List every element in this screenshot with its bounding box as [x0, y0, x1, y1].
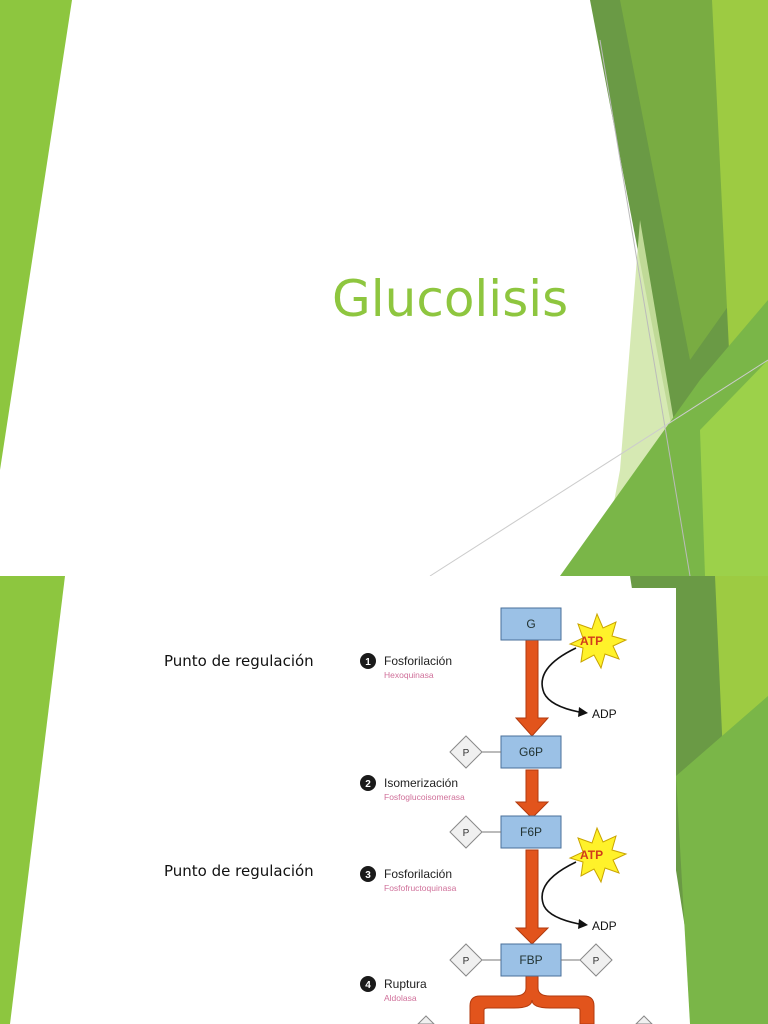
metabolite-label-g: G — [526, 617, 535, 631]
step-2: 2 Isomerización Fosfoglucoisomerasa — [360, 775, 465, 802]
title-slide: Glucolisis — [0, 0, 768, 576]
step-number-3: 3 — [365, 870, 371, 881]
glycolysis-diagram-svg: ATP ATP ADP ADP G G6P F6P — [360, 607, 653, 1024]
glycolysis-diagram: ATP ATP ADP ADP G G6P F6P — [354, 588, 676, 1024]
phosphate-label-fbp-right: P — [593, 956, 600, 967]
adp-arrowhead-1 — [578, 707, 588, 717]
metabolite-label-f6p: F6P — [520, 825, 542, 839]
step-name-1: Fosforilación — [384, 654, 452, 668]
step-4: 4 Ruptura Aldolasa — [360, 976, 427, 1003]
atp-icon-1: ATP — [568, 612, 628, 670]
step-number-badge-4 — [360, 976, 376, 992]
step-name-4: Ruptura — [384, 977, 427, 991]
arrow-g6p-to-f6p — [514, 769, 550, 819]
phosphate-label-f6p: P — [463, 828, 470, 839]
atp-label-2: ATP — [580, 848, 603, 862]
adp-label-1: ADP — [592, 707, 617, 721]
diagram-slide: Punto de regulación Punto de regulación … — [0, 576, 768, 1024]
step-number-1: 1 — [365, 657, 371, 668]
right-mid-shard-2 — [676, 696, 768, 1024]
arrow-g-to-g6p — [514, 631, 550, 737]
left-green-shard-2 — [0, 576, 65, 1024]
step-enzyme-1: Hexoquinasa — [384, 670, 434, 680]
arrow-f6p-to-fbp — [514, 849, 550, 945]
metabolite-box-g: G — [500, 607, 562, 641]
metabolite-box-f6p: F6P — [500, 815, 562, 849]
regulation-point-label-1: Punto de regulación — [164, 652, 314, 670]
bottom-right-bright-shard — [700, 360, 768, 576]
step-enzyme-3: Fosfofructoquinasa — [384, 883, 457, 893]
step-number-4: 4 — [365, 980, 371, 991]
step-number-2: 2 — [365, 779, 371, 790]
step-enzyme-2: Fosfoglucoisomerasa — [384, 792, 465, 802]
step-enzyme-4: Aldolasa — [384, 993, 417, 1003]
phosphate-f6p: P — [449, 815, 501, 849]
metabolite-box-g6p: G6P — [500, 735, 562, 769]
adp-label-2: ADP — [592, 919, 617, 933]
phosphate-g6p: P — [449, 735, 501, 769]
phosphate-label-fbp-left: P — [463, 956, 470, 967]
phosphate-partial-left — [417, 1015, 435, 1024]
regulation-point-label-2: Punto de regulación — [164, 862, 314, 880]
step-3: 3 Fosforilación Fosfofructoquinasa — [360, 866, 457, 893]
thin-line-1 — [599, 39, 691, 576]
slide-decoration — [0, 0, 768, 576]
atp-icon-2: ATP — [568, 826, 628, 884]
atp-label-1: ATP — [580, 634, 603, 648]
left-green-shard — [0, 0, 72, 470]
metabolite-box-fbp: FBP — [500, 943, 562, 977]
atp-curve-2 — [541, 861, 580, 925]
phosphate-partial-right — [635, 1015, 653, 1024]
thin-line-2 — [429, 359, 768, 576]
step-number-badge-1 — [360, 653, 376, 669]
slide-title: Glucolisis — [332, 270, 569, 328]
flow-arrows — [469, 631, 595, 1024]
metabolite-label-fbp: FBP — [519, 953, 542, 967]
phosphate-fbp-right: P — [561, 943, 613, 977]
arrow-fbp-split — [469, 975, 595, 1024]
step-1: 1 Fosforilación Hexoquinasa — [360, 653, 452, 680]
step-number-badge-2 — [360, 775, 376, 791]
atp-curve-1 — [541, 647, 580, 713]
step-name-3: Fosforilación — [384, 867, 452, 881]
step-number-badge-3 — [360, 866, 376, 882]
phosphate-fbp-left: P — [449, 943, 501, 977]
metabolite-label-g6p: G6P — [519, 745, 543, 759]
adp-arrowhead-2 — [578, 919, 588, 929]
step-name-2: Isomerización — [384, 776, 458, 790]
phosphate-label-g6p: P — [463, 748, 470, 759]
